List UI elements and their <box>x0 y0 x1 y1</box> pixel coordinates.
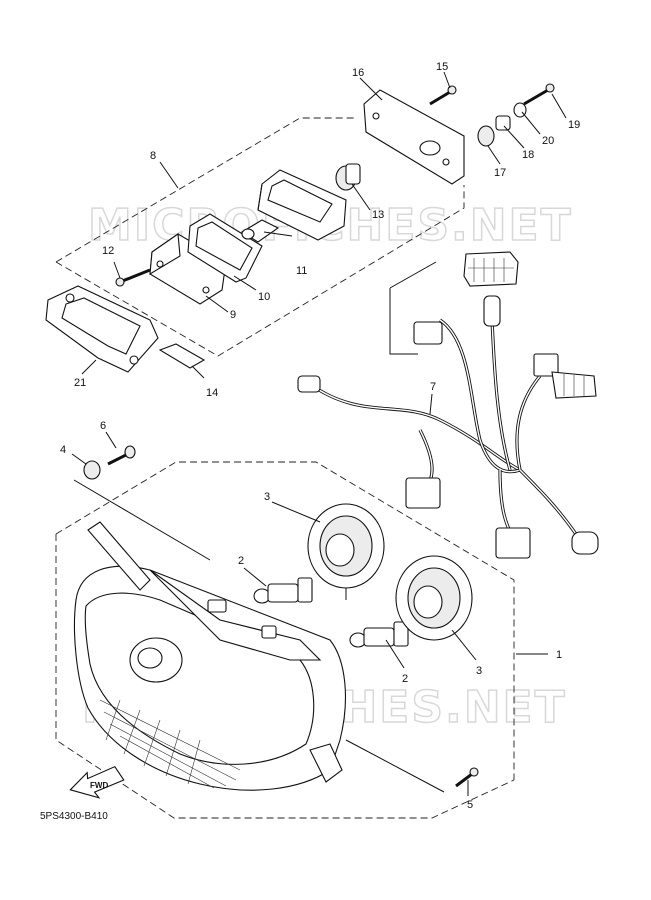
bracket-16 <box>363 89 465 185</box>
grommet-17 <box>477 125 495 147</box>
callout-20: 20 <box>542 135 554 147</box>
gasket-21 <box>45 285 159 373</box>
callout-10: 10 <box>258 291 270 303</box>
callout-6: 6 <box>100 420 106 432</box>
callout-3-lower: 3 <box>476 665 482 677</box>
bulb-2-lower <box>349 621 409 648</box>
grommet-4 <box>83 460 101 480</box>
headlight-lens-grid <box>99 699 241 789</box>
fwd-arrow: FWD <box>69 765 125 799</box>
callout-16: 16 <box>352 67 364 79</box>
callout-21: 21 <box>74 377 86 389</box>
harness-connector-end <box>571 531 599 555</box>
bulb-2-upper <box>253 577 313 604</box>
callout-2-upper: 2 <box>238 555 244 567</box>
callout-18: 18 <box>522 149 534 161</box>
callout-8: 8 <box>150 150 156 162</box>
callout-15: 15 <box>436 61 448 73</box>
callout-17: 17 <box>494 167 506 179</box>
harness-connector-left <box>297 321 443 393</box>
callout-7: 7 <box>430 381 436 393</box>
headlight-assembly <box>73 521 347 791</box>
wire-harness-7 <box>309 318 582 541</box>
cover-3-lower <box>395 555 473 641</box>
callout-leaders <box>71 71 567 796</box>
group-1-outline <box>55 461 515 819</box>
callout-11: 11 <box>296 265 307 277</box>
callout-3-upper: 3 <box>264 491 270 503</box>
callout-14: 14 <box>206 387 218 399</box>
harness-connector-bulb-b <box>495 527 531 559</box>
callout-labels: 1 2 2 3 3 4 5 6 7 8 9 10 11 12 13 14 15 … <box>60 61 580 811</box>
screw-5 <box>455 767 479 788</box>
screw-15 <box>429 85 457 106</box>
cover-3-upper <box>307 503 385 600</box>
collar-18 <box>495 115 511 131</box>
socket-13 <box>335 163 361 191</box>
callout-9: 9 <box>230 309 236 321</box>
callout-2-lower: 2 <box>402 673 408 685</box>
screw-12 <box>115 268 151 287</box>
screw-6 <box>107 445 136 466</box>
callout-13: 13 <box>372 209 384 221</box>
callout-4: 4 <box>60 444 66 456</box>
callout-12: 12 <box>102 245 114 257</box>
diagram-code: 5PS4300-B410 <box>40 811 108 822</box>
fwd-label: FWD <box>90 781 108 790</box>
license-light-housing <box>257 169 347 241</box>
group-8-outline <box>55 117 465 357</box>
harness-connector-main <box>463 251 519 327</box>
callout-1: 1 <box>556 649 562 661</box>
callout-19: 19 <box>568 119 580 131</box>
bulb-11 <box>240 219 280 243</box>
harness-connector-bulb-a <box>405 477 441 509</box>
bar-14 <box>158 343 206 369</box>
bolt-19 <box>523 83 555 106</box>
harness-connector-right <box>533 353 597 399</box>
callout-5: 5 <box>467 799 473 811</box>
seal-10 <box>187 213 263 283</box>
